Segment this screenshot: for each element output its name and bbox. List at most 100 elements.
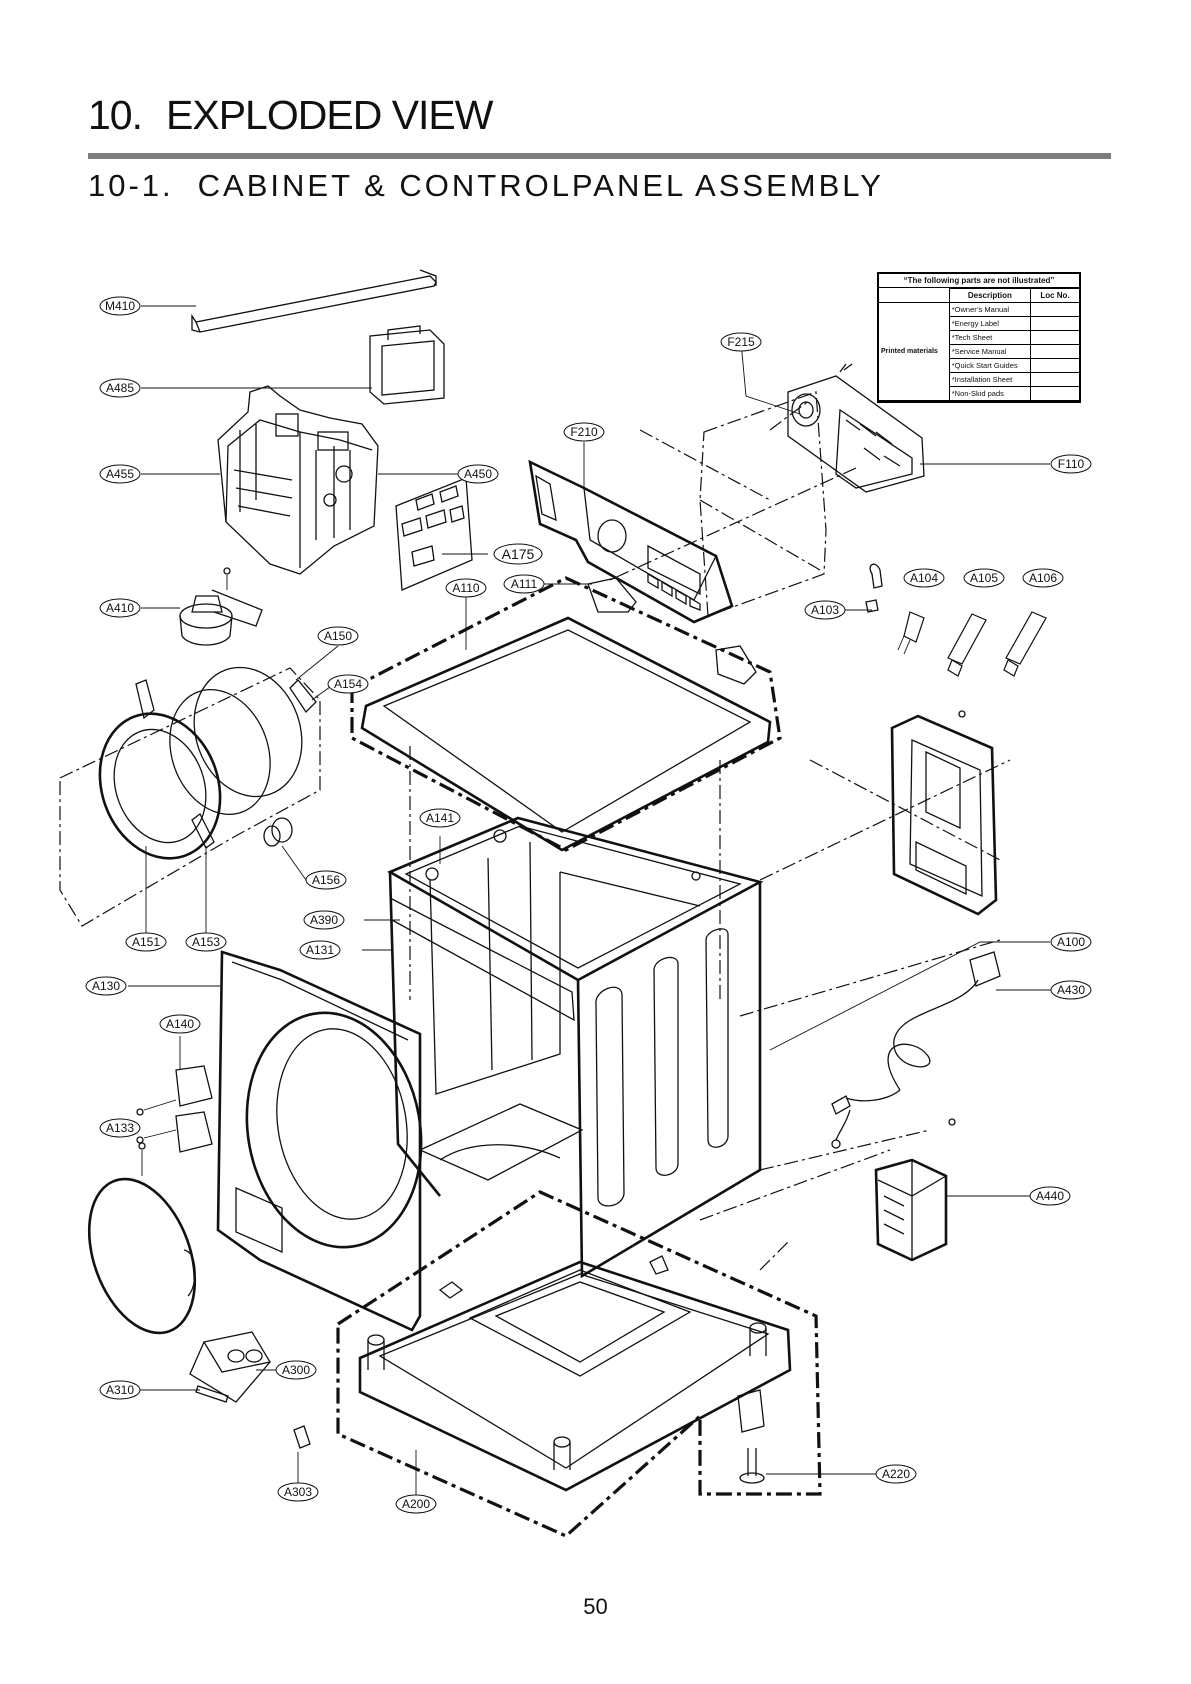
callout-a175: A175 <box>493 543 543 565</box>
front-panel-part <box>216 950 423 1332</box>
loc-cell <box>1030 386 1079 401</box>
gasket-ring-part <box>87 1142 197 1335</box>
loc-cell <box>1030 344 1079 359</box>
noise-filter-part <box>874 1118 956 1262</box>
printed-materials-table: Description Loc No. Printed materials *O… <box>879 288 1079 401</box>
callout-a153: A153 <box>185 932 227 952</box>
loc-cell <box>1030 316 1079 331</box>
svg-text:A156: A156 <box>312 873 340 887</box>
callout-a156: A156 <box>305 870 347 890</box>
svg-text:A220: A220 <box>882 1467 910 1481</box>
svg-text:A175: A175 <box>502 546 535 562</box>
svg-text:A300: A300 <box>282 1363 310 1377</box>
section-title: CABINET & CONTROLPANEL ASSEMBLY <box>197 168 884 203</box>
callout-a131: A131 <box>299 940 341 960</box>
svg-text:A410: A410 <box>106 601 134 615</box>
top-plate-part <box>360 616 772 852</box>
pressure-switch-part <box>179 567 263 646</box>
page-number: 50 <box>583 1594 608 1619</box>
callout-a140: A140 <box>159 1014 201 1034</box>
damper-parts <box>865 563 1047 677</box>
callout-f110: F110 <box>1050 454 1092 474</box>
callout-a151: A151 <box>125 932 167 952</box>
svg-text:A485: A485 <box>106 381 134 395</box>
note-heading: “The following parts are not illustrated… <box>879 274 1079 288</box>
callout-labels: M410 A485 A455 A450 F215 F210 F110 A175 … <box>85 296 1092 1514</box>
filter-cover-part <box>189 1331 311 1449</box>
not-illustrated-table: “The following parts are not illustrated… <box>877 272 1081 403</box>
group-cell-blank <box>879 288 950 303</box>
section-number: 10-1. <box>88 168 174 203</box>
group-label: Printed materials <box>879 302 950 401</box>
callout-f210: F210 <box>563 422 605 442</box>
table-row: *Owner’s Manual <box>948 302 1032 317</box>
callout-a410: A410 <box>99 598 141 618</box>
door-hinge-parts <box>136 1065 213 1153</box>
svg-text:F210: F210 <box>570 425 598 439</box>
pcb-cover-part <box>369 325 445 405</box>
control-panel-part <box>528 459 734 624</box>
top-plate-group-outline <box>350 576 782 852</box>
loc-cell <box>1030 358 1079 373</box>
power-cord-part <box>831 951 1001 1149</box>
callout-a150: A150 <box>317 626 359 646</box>
svg-text:F110: F110 <box>1058 457 1085 471</box>
loc-cell <box>1030 372 1079 387</box>
svg-text:A106: A106 <box>1029 571 1057 585</box>
callout-a111: A111 <box>503 574 545 594</box>
rear-cover-part <box>890 710 998 916</box>
base-group-outline <box>336 1190 822 1538</box>
chapter-title: EXPLODED VIEW <box>166 92 493 138</box>
bracket-set-part <box>395 477 473 591</box>
svg-text:A455: A455 <box>106 467 134 481</box>
callout-m410: M410 <box>99 296 141 316</box>
svg-text:A110: A110 <box>452 581 479 595</box>
chapter-number: 10. <box>88 92 143 138</box>
callout-leader-lines <box>128 305 1052 1498</box>
loc-cell <box>1030 330 1079 345</box>
callout-a450: A450 <box>457 464 499 484</box>
heading-rule <box>88 153 1111 159</box>
callout-a141: A141 <box>419 808 461 828</box>
callout-a455: A455 <box>99 464 141 484</box>
callout-a310: A310 <box>99 1380 141 1400</box>
base-frame-part <box>358 1255 792 1492</box>
table-row: *Installation Sheet <box>948 372 1032 387</box>
callout-a106: A106 <box>1022 568 1064 588</box>
cabinet-part <box>387 816 764 1279</box>
svg-text:A154: A154 <box>334 677 362 691</box>
callout-a110: A110 <box>445 578 487 598</box>
callout-a105: A105 <box>963 568 1005 588</box>
table-row: *Energy Label <box>948 316 1032 331</box>
svg-text:A200: A200 <box>402 1497 430 1511</box>
svg-text:A131: A131 <box>306 943 334 957</box>
svg-text:A103: A103 <box>811 603 839 617</box>
svg-text:A440: A440 <box>1036 1189 1064 1203</box>
col-description: Description <box>948 288 1032 303</box>
svg-text:A111: A111 <box>511 577 538 591</box>
svg-text:A450: A450 <box>464 467 492 481</box>
callout-a430: A430 <box>1050 980 1092 1000</box>
callout-a300: A300 <box>275 1360 317 1380</box>
svg-text:A100: A100 <box>1057 935 1085 949</box>
callout-a154: A154 <box>327 674 369 694</box>
callout-a133: A133 <box>99 1118 141 1138</box>
svg-text:A303: A303 <box>284 1485 312 1499</box>
svg-text:F215: F215 <box>727 335 755 349</box>
section-heading: 10-1. CABINET & CONTROLPANEL ASSEMBLY <box>88 168 884 204</box>
callout-f215: F215 <box>720 332 762 352</box>
svg-text:A310: A310 <box>106 1383 134 1397</box>
col-loc: Loc No. <box>1030 288 1079 303</box>
svg-text:M410: M410 <box>105 299 135 313</box>
cabinet-guide-lines <box>409 399 1011 1271</box>
callout-a303: A303 <box>277 1482 319 1502</box>
top-bracket-part <box>191 269 437 333</box>
callout-a220: A220 <box>875 1464 917 1484</box>
table-row: *Tech Sheet <box>948 330 1032 345</box>
svg-text:A151: A151 <box>132 935 160 949</box>
svg-text:A430: A430 <box>1057 983 1085 997</box>
svg-text:A104: A104 <box>910 571 938 585</box>
table-row: *Non-Skid pads <box>948 386 1032 401</box>
callout-a200: A200 <box>395 1494 437 1514</box>
